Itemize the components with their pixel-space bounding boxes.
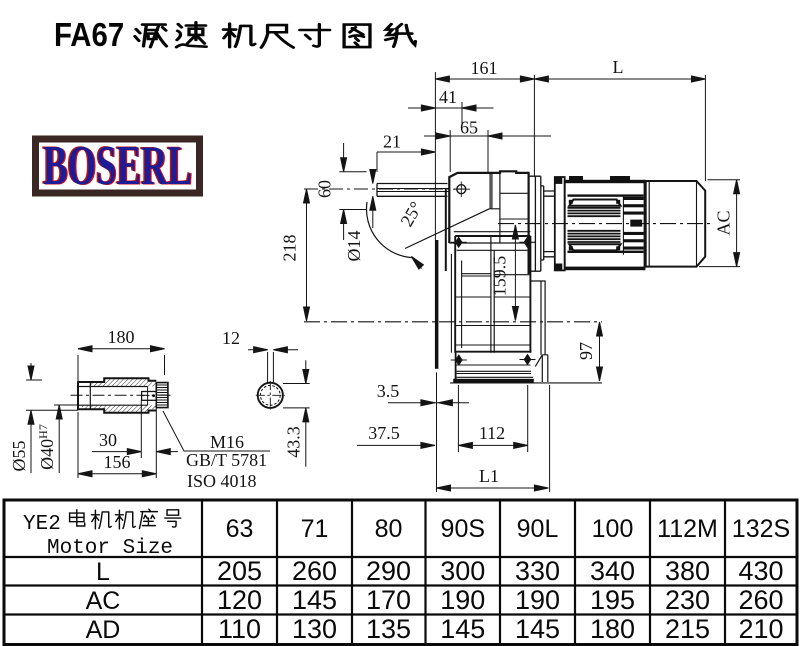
svg-text:145: 145 — [292, 585, 337, 615]
svg-text:L: L — [613, 57, 624, 77]
svg-text:430: 430 — [738, 556, 783, 586]
svg-text:260: 260 — [292, 556, 337, 586]
svg-text:156: 156 — [104, 452, 131, 472]
svg-text:195: 195 — [590, 585, 635, 615]
svg-text:380: 380 — [665, 556, 710, 586]
svg-text:100: 100 — [592, 515, 634, 543]
svg-text:180: 180 — [108, 327, 135, 347]
svg-text:145: 145 — [515, 614, 560, 644]
svg-text:260: 260 — [738, 585, 783, 615]
svg-text:161: 161 — [471, 58, 498, 78]
svg-text:BOSERL: BOSERL — [44, 136, 193, 197]
svg-text:YE2: YE2 — [23, 513, 61, 536]
svg-text:112: 112 — [479, 423, 505, 443]
svg-text:AC: AC — [86, 587, 121, 615]
svg-text:L: L — [96, 558, 110, 586]
svg-text:Ø55: Ø55 — [9, 441, 29, 472]
svg-text:110: 110 — [218, 614, 261, 644]
svg-text:FA67: FA67 — [54, 16, 124, 53]
svg-text:205: 205 — [217, 556, 262, 586]
svg-text:AC: AC — [714, 210, 734, 235]
svg-text:21: 21 — [383, 132, 401, 152]
svg-text:190: 190 — [515, 585, 560, 615]
svg-text:43.3: 43.3 — [284, 426, 304, 458]
svg-text:BOSERL: BOSERL — [43, 136, 192, 197]
svg-text:190: 190 — [440, 585, 485, 615]
svg-text:60: 60 — [315, 180, 335, 198]
svg-text:170: 170 — [366, 585, 411, 615]
svg-text:80: 80 — [375, 515, 403, 543]
svg-text:Ø14: Ø14 — [344, 231, 364, 262]
svg-text:300: 300 — [440, 556, 485, 586]
svg-text:159.5: 159.5 — [490, 256, 510, 297]
svg-text:63: 63 — [226, 515, 254, 543]
svg-text:290: 290 — [366, 556, 411, 586]
svg-text:ISO 4018: ISO 4018 — [187, 471, 257, 491]
svg-text:215: 215 — [665, 614, 710, 644]
svg-text:120: 120 — [217, 585, 262, 615]
svg-text:97: 97 — [576, 342, 596, 360]
svg-text:BOSERL: BOSERL — [42, 135, 191, 196]
svg-text:41: 41 — [439, 87, 457, 107]
svg-text:AD: AD — [86, 616, 121, 644]
svg-text:330: 330 — [515, 556, 560, 586]
svg-text:65: 65 — [460, 118, 478, 138]
svg-text:132S: 132S — [732, 515, 790, 543]
svg-text:180: 180 — [590, 614, 635, 644]
svg-text:145: 145 — [440, 614, 485, 644]
svg-text:135: 135 — [366, 614, 411, 644]
svg-text:230: 230 — [665, 585, 710, 615]
svg-text:3.5: 3.5 — [377, 381, 400, 401]
svg-text:30: 30 — [99, 430, 117, 450]
svg-text:Motor Size: Motor Size — [47, 537, 173, 560]
svg-text:GB/T 5781: GB/T 5781 — [186, 450, 267, 470]
svg-text:90S: 90S — [441, 515, 485, 543]
svg-text:90L: 90L — [517, 515, 559, 543]
svg-text:M16: M16 — [210, 432, 244, 452]
svg-text:L1: L1 — [479, 466, 499, 486]
svg-text:340: 340 — [590, 556, 635, 586]
svg-text:37.5: 37.5 — [368, 423, 400, 443]
svg-text:71: 71 — [301, 515, 329, 543]
svg-text:218: 218 — [280, 235, 300, 262]
svg-text:112M: 112M — [657, 515, 718, 543]
svg-text:12: 12 — [222, 328, 240, 348]
svg-text:210: 210 — [738, 614, 783, 644]
svg-text:130: 130 — [292, 614, 337, 644]
